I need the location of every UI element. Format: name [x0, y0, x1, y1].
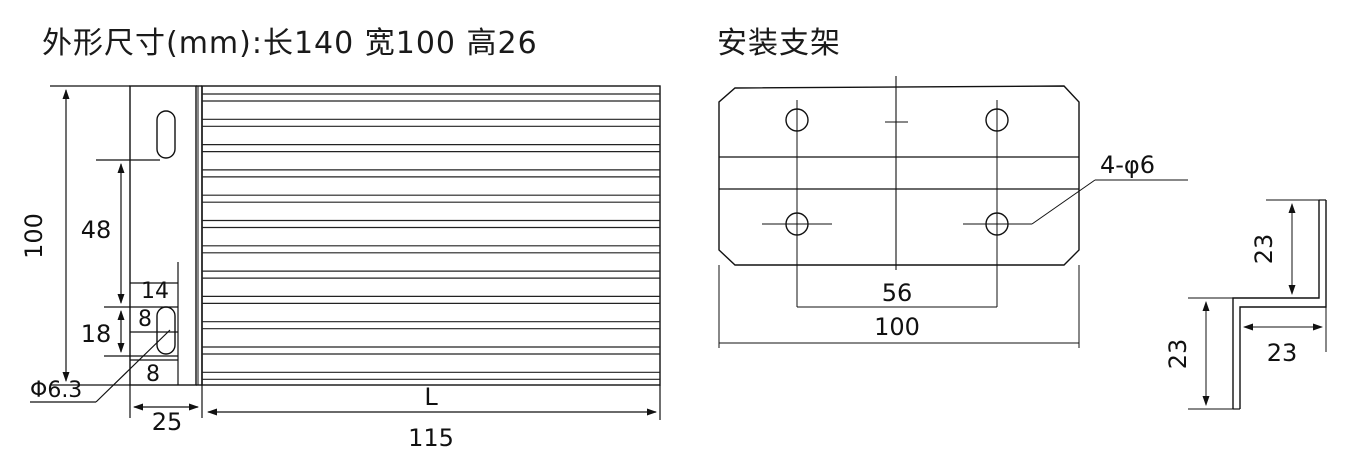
side-height-label: 23	[1250, 234, 1278, 265]
slot-offset-label: 48	[81, 216, 112, 244]
slot-hole-bottom	[156, 306, 176, 355]
z-profile-outer	[1239, 200, 1327, 409]
height-label: 100	[20, 213, 48, 259]
bracket-title: 安装支架	[717, 26, 841, 61]
slot-top-gap-label: 14	[141, 279, 169, 304]
end-plate	[129, 85, 197, 386]
dimensions-title: 外形尺寸(mm):长140 宽100 高26	[42, 26, 538, 61]
hole-diameter-label: Φ6.3	[30, 378, 82, 403]
bracket-side-view	[1188, 199, 1327, 410]
bracket-front-view	[718, 76, 1188, 348]
resistor-view	[129, 85, 661, 386]
flange-width-label: 23	[1267, 339, 1298, 367]
hole-spec-label: 4-φ6	[1100, 151, 1155, 179]
hole-spacing-label: 56	[882, 279, 913, 307]
resistor-body	[201, 85, 661, 386]
slot-upper-label: 8	[138, 307, 152, 332]
slot-span-label: 18	[81, 320, 112, 348]
cooling-fins	[202, 93, 660, 380]
hole-spec-leader	[1031, 179, 1096, 225]
end-width-label: 25	[152, 408, 183, 436]
slot-lower-label: 8	[146, 362, 160, 387]
z-profile-inner	[1232, 200, 1320, 409]
resistor-dimensions	[30, 85, 661, 420]
length-label: 115	[408, 424, 454, 452]
bracket-width-label: 100	[874, 313, 920, 341]
bracket-plate	[718, 85, 1080, 266]
slot-hole-top	[156, 110, 176, 159]
length-symbol-label: L	[424, 383, 438, 411]
flange-height-label: 23	[1164, 339, 1192, 370]
